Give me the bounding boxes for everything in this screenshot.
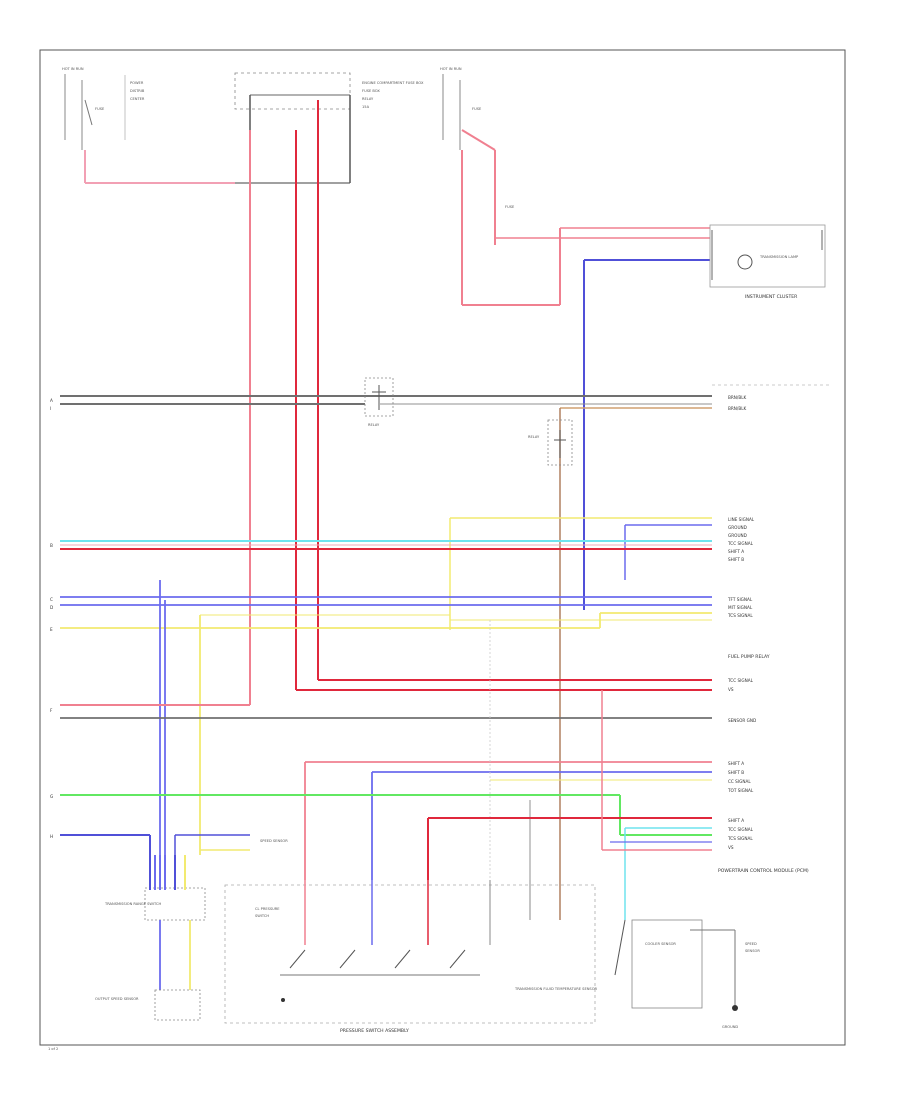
- pin-right-fp-1: VS: [728, 687, 734, 692]
- relay-1-label: RELAY: [368, 423, 380, 427]
- pin-left-4: E: [50, 627, 53, 632]
- pressure-switch-label: PRESSURE SWITCH ASSEMBLY: [340, 1028, 409, 1034]
- ground-label: GROUND: [722, 1025, 738, 1029]
- pin-right-mid-4: SHIFT A: [728, 549, 744, 554]
- relay-2: RELAY: [528, 419, 573, 466]
- svg-text:POWER: POWER: [130, 81, 144, 85]
- pin-right-mid2-1: MIT SIGNAL: [728, 605, 753, 610]
- pin-right-mid-5: SHIFT B: [728, 557, 744, 562]
- cooler-sensor: COOLER SENSOR SPEED SENSOR GROUND: [614, 919, 760, 1029]
- transmission-lamp-icon: [737, 254, 753, 270]
- fuel-pump-relay-label: FUEL PUMP RELAY: [728, 654, 770, 660]
- ignition-right-text: HOT IN RUN: [440, 67, 462, 71]
- pin-right-fp-0: TCC SIGNAL: [727, 678, 754, 683]
- pin-right-sol-2: CC SIGNAL: [728, 779, 751, 784]
- svg-text:15A: 15A: [362, 105, 370, 109]
- pressure-switch-assembly: CL PRESSURE SWITCH TRANSMISSION FLUID TE…: [224, 880, 598, 1034]
- instrument-cluster: TRANSMISSION LAMP INSTRUMENT CLUSTER: [709, 224, 826, 300]
- pin-right-sol-3: TOT SIGNAL: [727, 788, 754, 793]
- svg-text:FUSE: FUSE: [505, 205, 515, 209]
- pin-left-5: F: [50, 708, 53, 713]
- center-box-label: ENGINE COMPARTMENT FUSE BOX: [362, 81, 424, 85]
- pin-right-gnd-0: SENSOR GND: [728, 718, 756, 723]
- pin-left-2: C: [50, 597, 53, 602]
- left-pin-labels: A B C D E F G H I: [50, 398, 53, 839]
- range-switch: TRANSMISSION RANGE SWITCH OUTPUT SPEED S…: [95, 855, 206, 1021]
- center-fuse-box: ENGINE COMPARTMENT FUSE BOX FUSE BOX REL…: [234, 72, 424, 183]
- svg-text:DISTRIB: DISTRIB: [130, 89, 145, 93]
- diagram-border: [39, 49, 846, 1046]
- ignition-feed-right: HOT IN RUN FUSE FUSE: [440, 67, 710, 610]
- range-switch-label: TRANSMISSION RANGE SWITCH: [104, 902, 162, 906]
- pin-right-bot-1: TCC SIGNAL: [727, 827, 754, 832]
- pin-right-mid-3: TCC SIGNAL: [727, 541, 754, 546]
- pin-right-mid2-2: TCS SIGNAL: [727, 613, 753, 618]
- page-label: 1 of 2: [48, 1047, 58, 1051]
- pin-left-1: B: [50, 543, 53, 548]
- pin-left-0: A: [50, 398, 53, 403]
- ignition-left-text: HOT IN RUN: [62, 67, 84, 71]
- pin-right-mid-2: GROUND: [728, 533, 747, 538]
- pin-right-mid2-0: TFT SIGNAL: [727, 597, 753, 602]
- right-pin-labels: BRN/BLK BRN/BLK LINE SIGNAL GROUND GROUN…: [718, 395, 809, 874]
- svg-text:CENTER: CENTER: [130, 97, 145, 101]
- relay-1: RELAY: [364, 377, 394, 427]
- svg-text:SENSOR: SENSOR: [745, 949, 760, 953]
- relay-2-label: RELAY: [528, 435, 540, 439]
- instrument-cluster-label: INSTRUMENT CLUSTER: [745, 294, 798, 300]
- cooler-sensor-label: COOLER SENSOR: [645, 942, 676, 946]
- fuse-left-label: FUSE: [95, 107, 105, 111]
- cluster-lamp-label: TRANSMISSION LAMP: [759, 255, 799, 259]
- pin-left-7: H: [50, 834, 53, 839]
- pin-right-bot-0: SHIFT A: [728, 818, 744, 823]
- output-sensor-label: OUTPUT SPEED SENSOR: [95, 997, 139, 1001]
- pin-right-bot-3: VS: [728, 845, 734, 850]
- trans-fluid-temp-label: TRANSMISSION FLUID TEMPERATURE SENSOR: [514, 987, 598, 991]
- ignition-feed-left: HOT IN RUN FUSE POWER DISTRIB CENTER: [62, 67, 350, 184]
- pin-right-top-0: BRN/BLK: [728, 395, 747, 400]
- svg-text:FUSE BOX: FUSE BOX: [362, 89, 380, 93]
- pin-left-8: I: [50, 406, 51, 411]
- pin-left-3: D: [50, 605, 53, 610]
- ground-node-icon: [281, 998, 285, 1002]
- pin-right-sol-1: SHIFT B: [728, 770, 744, 775]
- pin-right-top-1: BRN/BLK: [728, 406, 747, 411]
- svg-text:SWITCH: SWITCH: [255, 914, 269, 918]
- pin-right-sol-0: SHIFT A: [728, 761, 744, 766]
- svg-text:RELAY: RELAY: [362, 97, 374, 101]
- pin-right-bot-2: TCS SIGNAL: [727, 836, 753, 841]
- svg-text:CL PRESSURE: CL PRESSURE: [255, 907, 280, 911]
- ground-icon: [732, 1005, 738, 1011]
- pin-left-6: G: [50, 794, 53, 799]
- fuse-right-label: FUSE: [472, 107, 482, 111]
- speed-sensor-label: SPEED SENSOR: [260, 839, 288, 843]
- svg-text:SPEED: SPEED: [745, 942, 757, 946]
- pin-right-mid-0: LINE SIGNAL: [728, 517, 755, 522]
- pin-right-mid-1: GROUND: [728, 525, 747, 530]
- pcm-label: POWERTRAIN CONTROL MODULE (PCM): [718, 868, 809, 874]
